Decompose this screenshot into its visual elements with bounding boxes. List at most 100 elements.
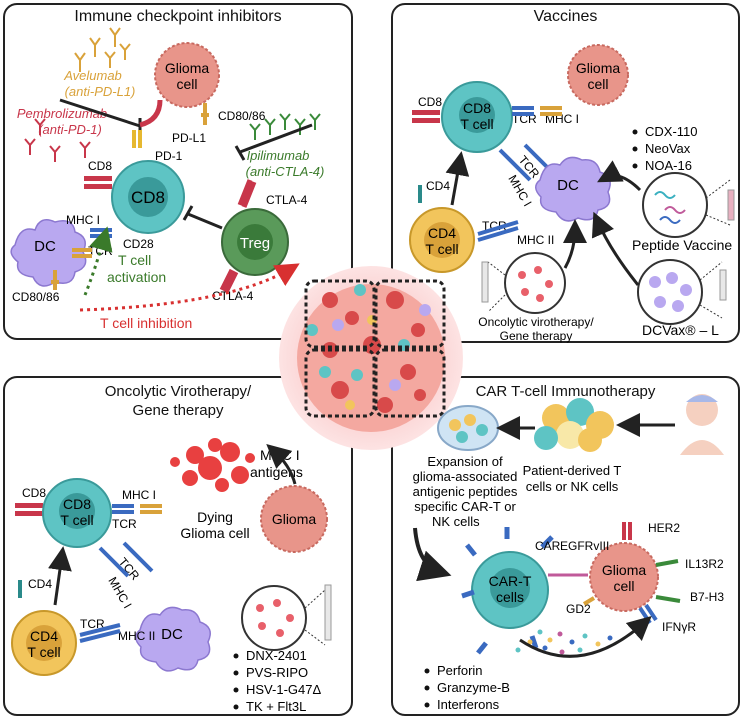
onc-glioma-label: Glioma (272, 511, 317, 527)
cd80-86-top-label: CD80/86 (218, 109, 266, 123)
avelumab-antibodies (74, 27, 131, 72)
dcvax-circle (637, 259, 703, 325)
oncolytic-title-line2: Gene therapy (132, 402, 224, 419)
onc-dc (135, 606, 211, 672)
patient-label-2: cells or NK cells (526, 479, 619, 494)
ipilimumab-target: (anti-CTLA-4) (246, 164, 325, 179)
onc-cd8-marker: CD8 (22, 486, 46, 500)
peptide-to-dc-arrow (597, 160, 642, 192)
ipilimumab-antibodies (249, 113, 321, 140)
pembrolizumab-target: (anti-PD-1) (38, 122, 102, 137)
dying-label-1: Dying (197, 509, 233, 525)
onc-bullet-list: DNX-2401 PVS-RIPO HSV-1-G47Δ TK + Flt3L (233, 648, 321, 714)
cart-cell (461, 527, 554, 655)
vaccines-title: Vaccines (533, 8, 598, 25)
mhc-i-icp-label: MHC I (66, 213, 100, 227)
il13r2-label: IL13R2 (685, 557, 724, 571)
vac-oncolytic-label-2: Gene therapy (500, 329, 573, 343)
cd28-label: CD28 (123, 237, 154, 251)
glioma-cell-icp-label-1: Glioma (165, 60, 210, 76)
cytokine-arrow (519, 616, 652, 658)
vac-cd8-label-2: T cell (460, 116, 493, 132)
onc-tcr-bottom: TCR (80, 617, 105, 631)
vac-dc-label: DC (557, 177, 579, 194)
activation-label-2: activation (107, 269, 166, 285)
petri-dish (437, 405, 499, 451)
car-glioma-cell (589, 542, 659, 612)
oncolytic-virus-circle (504, 252, 566, 314)
vac-cd8-marker: CD8 (418, 95, 442, 109)
pdl1-inhibitor-bar (59, 98, 141, 128)
onc-virus-circle (241, 585, 307, 651)
dcvax-label: DCVax® – L (642, 322, 719, 338)
treg-inhibition-bar (187, 212, 223, 230)
expansion-to-cart-arrow (413, 527, 452, 582)
glioma-to-dying-arrow (266, 444, 297, 485)
cd8-marker-icp: CD8 (88, 159, 112, 173)
onc-mhc-ii: MHC II (118, 629, 155, 643)
vac-cd4-to-cd8-arrow (445, 151, 470, 206)
cd8-cell-icp (111, 160, 185, 234)
onc-cd8-label-2: T cell (60, 512, 93, 528)
car-label: CAR (535, 539, 561, 553)
avelumab-target: (anti-PD-L1) (65, 84, 136, 99)
antigens-label-2: antigens (250, 464, 303, 480)
treg-label: Treg (240, 235, 270, 252)
oncolytic-to-dc-arrow (562, 219, 587, 269)
onc-list-item: HSV-1-G47Δ (246, 682, 321, 697)
vac-cd4-label-2: T cell (425, 241, 458, 257)
cart-list-item: Perforin (437, 663, 483, 678)
cart-title: CAR T-cell Immunotherapy (475, 383, 656, 400)
patient-figure (680, 394, 724, 455)
dc-icp (10, 219, 87, 287)
patient-label-1: Patient-derived T (523, 463, 622, 478)
vac-cd4-label-1: CD4 (428, 225, 456, 241)
pembrolizumab-antibodies (24, 118, 91, 162)
pd-1-label: PD-1 (155, 149, 183, 163)
glioma-cell-icp (154, 42, 220, 108)
gd2-label: GD2 (566, 602, 591, 616)
dcvax-to-dc-arrow (591, 211, 640, 286)
icp-title: Immune checkpoint inhibitors (74, 8, 282, 25)
onc-glioma-cell (260, 485, 328, 553)
treg-cell (221, 208, 289, 276)
dc-icp-label: DC (34, 238, 56, 255)
vac-glioma-cell (567, 44, 629, 106)
vac-bullet-list: CDX-110 NeoVax NOA-16 (632, 124, 698, 173)
onc-tcr-top: TCR (112, 517, 137, 531)
cytokine-dots (515, 629, 613, 655)
ipilimumab-label: Ipilimumab (247, 148, 310, 163)
expansion-label-5: NK cells (432, 514, 480, 529)
vac-mhc-ii: MHC II (517, 233, 554, 247)
onc-list-item: DNX-2401 (246, 648, 307, 663)
peptide-vaccine-circle (642, 172, 708, 238)
vac-dc (535, 156, 611, 222)
central-tumor (279, 266, 463, 450)
patient-cells-cluster (534, 398, 614, 452)
cd80-86-bottom-label: CD80/86 (12, 290, 60, 304)
ctla4-top-label: CTLA-4 (266, 193, 308, 207)
vac-glioma-label-2: cell (587, 76, 608, 92)
cart-bullet-list: Perforin Granzyme-B Interferons (424, 663, 510, 712)
onc-dc-label: DC (161, 626, 183, 643)
expansion-label-4: specific CAR-T or (414, 499, 516, 514)
onc-cd4-cell (11, 610, 77, 676)
onc-mhc-i-top: MHC I (122, 488, 156, 502)
cart-list-item: Granzyme-B (437, 680, 510, 695)
onc-list-item: TK + Flt3L (246, 699, 306, 714)
onc-cd4-label-1: CD4 (30, 628, 58, 644)
ctla4-inhibitor-bar (239, 123, 313, 154)
onc-list-item: PVS-RIPO (246, 665, 308, 680)
dying-label-2: Glioma cell (180, 525, 249, 541)
cd8-cell-icp-label: CD8 (131, 188, 165, 207)
egfrviii-label: EGFRvIII (560, 539, 609, 553)
expansion-label-2: glioma-associated (413, 469, 518, 484)
car-glioma-label-1: Glioma (602, 562, 647, 578)
vac-cd8-label-1: CD8 (463, 100, 491, 116)
activation-arrow (83, 226, 113, 296)
onc-cd4-label-2: T cell (27, 644, 60, 660)
inhibition-arrow (79, 263, 300, 312)
cart-list-item: Interferons (437, 697, 500, 712)
ctla4-bottom-label: CTLA-4 (212, 289, 254, 303)
